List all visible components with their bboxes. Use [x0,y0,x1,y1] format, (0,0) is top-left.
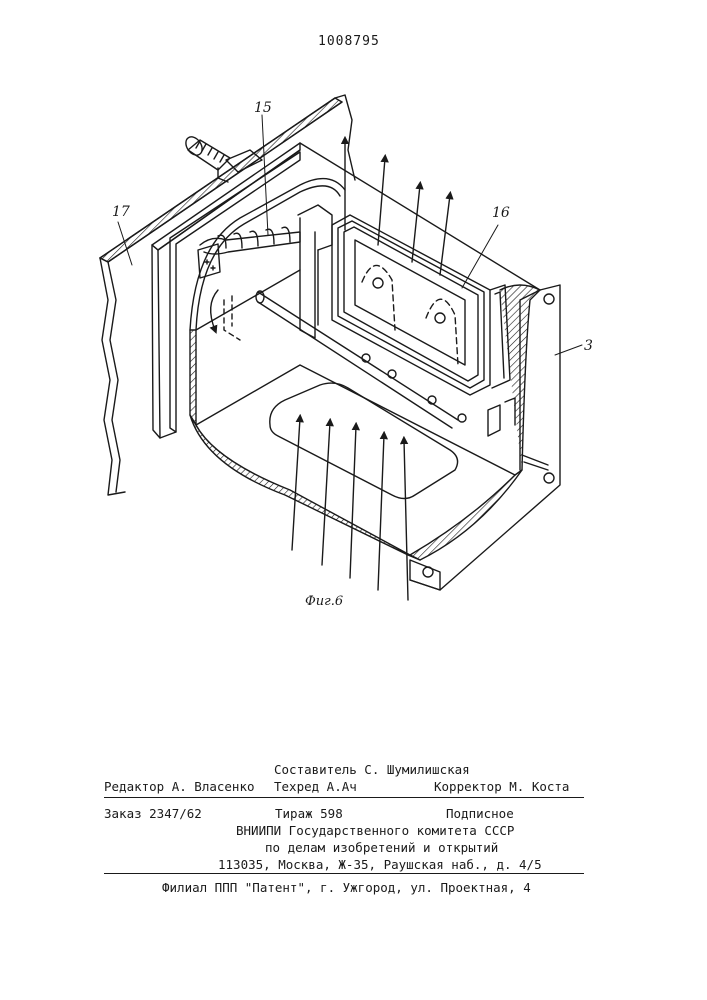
callout-15: 15 [254,100,272,116]
figure-caption: Фиг.6 [305,594,343,609]
editor-line: Редактор А. Власенко [104,779,255,794]
rule-top [104,797,584,798]
callout-16: 16 [492,205,510,221]
address-line: 113035, Москва, Ж-35, Раушская наб., д. … [218,857,542,872]
airflow-arrows [292,140,450,600]
organization-line-2: по делам изобретений и открытий [265,840,498,855]
patent-number: 1008795 [318,34,380,49]
branch-line: Филиал ППП "Патент", г. Ужгород, ул. Про… [162,880,531,895]
wall-17 [100,95,355,495]
circulation-line: Тираж 598 [275,806,343,821]
shaft-spring-15 [198,205,515,436]
callout-17: 17 [112,204,130,220]
organization-line-1: ВНИИПИ Государственного комитета СССР [236,823,514,838]
order-line: Заказ 2347/62 [104,806,202,821]
callout-3: 3 [584,338,593,354]
corrector-line: Корректор М. Коста [434,779,569,794]
mounting-plate [152,143,300,438]
compiler-line: Составитель С. Шумилишская [274,762,470,777]
techred-line: Техред А.Ач [274,779,357,794]
technical-drawing [0,80,707,620]
rule-bottom [104,873,584,874]
subscription-line: Подписное [446,806,514,821]
